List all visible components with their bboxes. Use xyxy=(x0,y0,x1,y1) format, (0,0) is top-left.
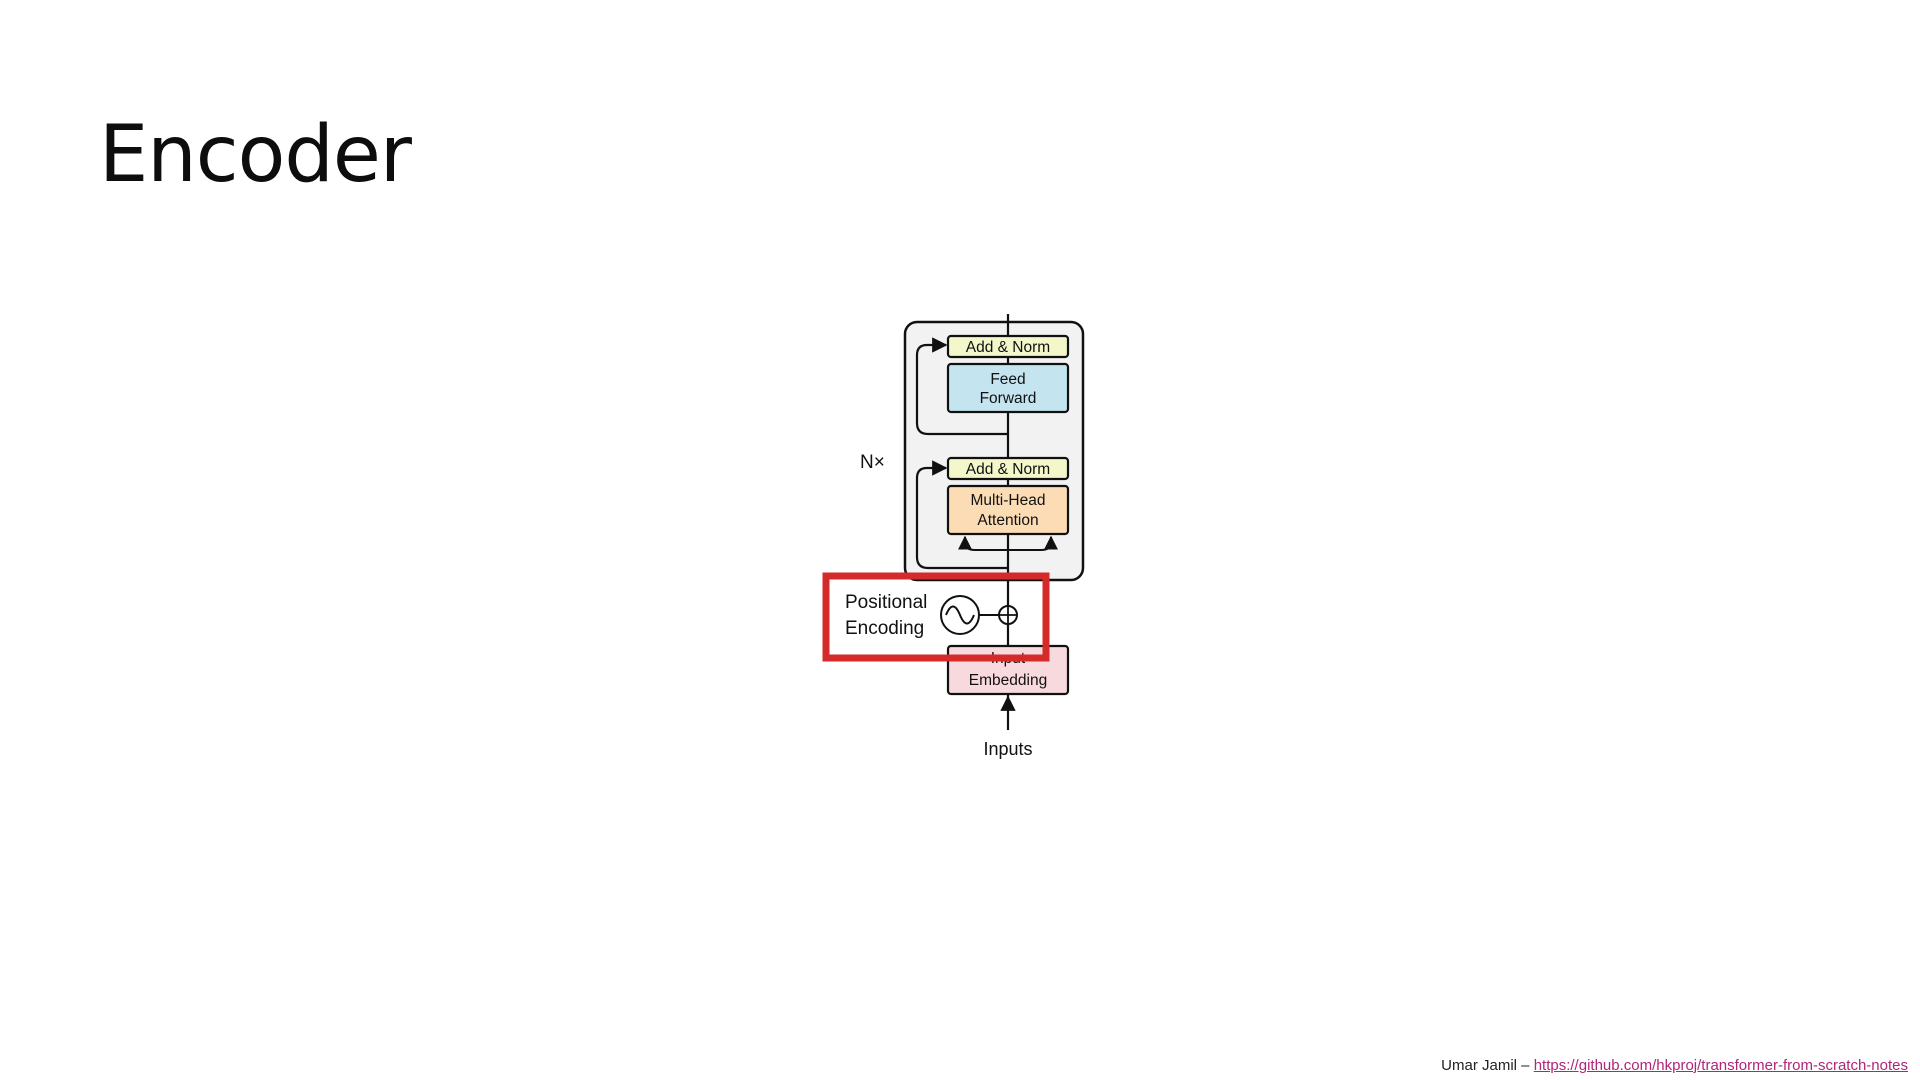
multi-head-attention-label-line1: Multi-Head xyxy=(971,492,1046,509)
attention-input-arrow-left xyxy=(958,535,1008,551)
feed-forward-label-line2: Forward xyxy=(980,390,1037,407)
positional-encoding-label-line1: Positional xyxy=(845,592,927,613)
footer-link[interactable]: https://github.com/hkproj/transformer-fr… xyxy=(1533,1057,1908,1074)
attention-input-arrow-right xyxy=(1008,535,1058,551)
positional-encoding-highlight xyxy=(822,572,1050,662)
add-norm-bottom-block xyxy=(946,456,1070,481)
feed-forward-label-line1: Feed xyxy=(990,371,1025,388)
slide-title: Encoder xyxy=(99,110,412,200)
input-embedding-label-line2: Embedding xyxy=(969,672,1047,689)
add-norm-bottom-label: Add & Norm xyxy=(966,461,1050,478)
residual-arrow-top xyxy=(915,337,1008,436)
inputs-label: Inputs xyxy=(983,739,1032,759)
add-norm-top-label: Add & Norm xyxy=(966,339,1050,356)
encoder-stack-frame xyxy=(903,320,1085,582)
positional-encoding-label-line2: Encoding xyxy=(845,618,924,639)
add-norm-top-block xyxy=(946,334,1070,359)
multi-head-attention-block xyxy=(946,484,1070,536)
residual-arrow-bottom xyxy=(915,460,1008,570)
multi-head-attention-label-line2: Attention xyxy=(977,512,1038,529)
footer-credit: Umar Jamil – https://github.com/hkproj/t… xyxy=(1441,1057,1908,1074)
footer-author: Umar Jamil – xyxy=(1441,1057,1530,1074)
feed-forward-block xyxy=(946,362,1070,414)
repeat-label: N× xyxy=(860,452,885,473)
